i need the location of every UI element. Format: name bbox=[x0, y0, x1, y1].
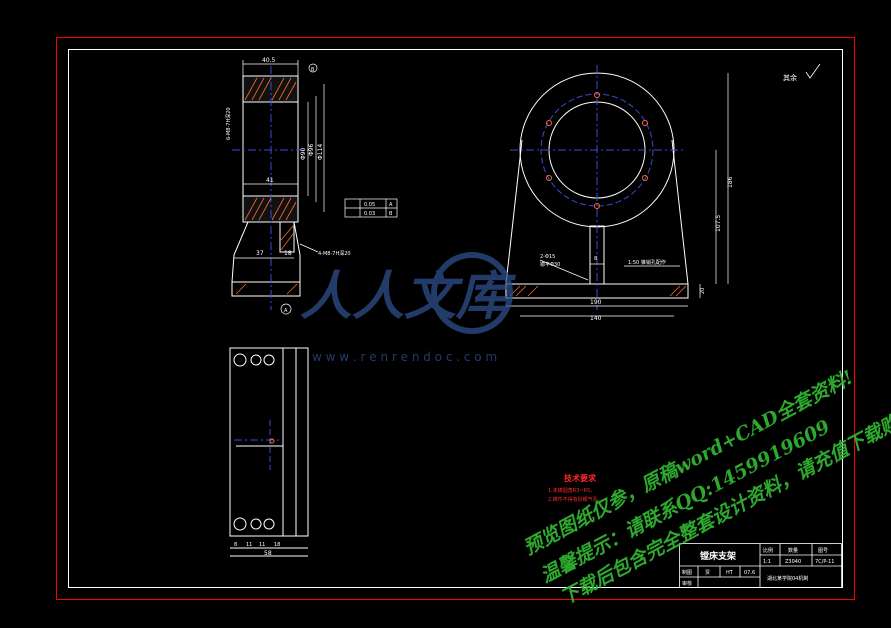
title-ref-header: 图号 bbox=[818, 548, 828, 554]
dim-side-note: 6-M8-7H深20 bbox=[225, 107, 232, 140]
title-material: HT bbox=[726, 570, 734, 576]
brand-logo-icon bbox=[431, 252, 513, 334]
dim-tol2-datum: B bbox=[389, 211, 393, 217]
note-holes: 2-Φ15 bbox=[540, 254, 555, 260]
title-company: 湖北某学院04机制 bbox=[767, 575, 808, 582]
tech-item-2: 2.铸件不得有砂眼气孔。 bbox=[548, 496, 603, 503]
dim-phi90: Φ90 bbox=[300, 147, 307, 160]
note-counter: 锪平Φ30 bbox=[540, 261, 560, 268]
dim-tol1-datum: A bbox=[389, 202, 393, 208]
front-hatch bbox=[509, 285, 687, 297]
dim-base-18: 18 bbox=[284, 250, 292, 257]
title-scale: 1:1 bbox=[763, 559, 771, 565]
title-ref: 7C/P-11 bbox=[815, 559, 834, 565]
dim-depth-41: 41 bbox=[266, 177, 274, 184]
brand-watermark-text: 人人文库 bbox=[300, 266, 517, 327]
outer-frame bbox=[56, 37, 855, 600]
dim-tol2: 0.03 bbox=[364, 211, 375, 217]
section-hatch bbox=[235, 77, 298, 295]
dim-bottom-b: 11 bbox=[246, 542, 252, 548]
dim-bottom-total: 58 bbox=[264, 550, 272, 557]
title-block-name: 镗床支架 bbox=[700, 550, 736, 562]
dim-top-width: 40.5 bbox=[262, 57, 276, 64]
dim-8: 8 bbox=[594, 256, 597, 262]
dim-190: 190 bbox=[590, 299, 602, 306]
brand-watermark-url: w w w . r e n r e n d o c . c o m bbox=[312, 350, 497, 364]
section-view bbox=[231, 66, 312, 310]
dim-phi114: Φ114 bbox=[317, 144, 324, 160]
dim-186: 186 bbox=[727, 176, 734, 188]
dim-107-5: 107.5 bbox=[715, 215, 722, 232]
dim-bottom-a: 8 bbox=[234, 542, 237, 548]
title-qty: Z3040 bbox=[785, 559, 801, 565]
title-date: 07.6 bbox=[744, 570, 755, 576]
front-dims bbox=[506, 73, 729, 317]
tech-title: 技术要求 bbox=[564, 473, 597, 483]
dim-20: 20 bbox=[700, 288, 706, 294]
title-drawn-label: 制图 bbox=[682, 569, 692, 576]
tech-item-1: 1.未铸圆角R3~R5。 bbox=[548, 487, 595, 494]
dim-tol1: 0.05 bbox=[364, 202, 375, 208]
dim-140: 140 bbox=[590, 315, 602, 322]
inner-frame bbox=[68, 49, 843, 588]
title-qty-header: 数量 bbox=[788, 547, 798, 554]
top-view bbox=[229, 347, 309, 557]
dim-bottom-d: 18 bbox=[274, 542, 280, 548]
front-view bbox=[505, 65, 689, 310]
dim-base-37: 37 bbox=[256, 250, 264, 257]
dim-bottom-c: 11 bbox=[259, 542, 265, 548]
dim-phi96: Φ96 bbox=[308, 143, 315, 156]
roughness-label: 其余 bbox=[783, 73, 797, 82]
top-view-hole bbox=[269, 438, 275, 444]
roughness-icon bbox=[805, 63, 821, 79]
title-drawn-name: 贾 bbox=[705, 570, 710, 576]
title-check-label: 审核 bbox=[682, 580, 692, 587]
dim-datum-a: A bbox=[284, 308, 288, 314]
title-scale-header: 比例 bbox=[763, 547, 773, 554]
bolt-holes bbox=[546, 92, 648, 209]
brand-watermark: 人人文库 w w w . r e n r e n d o c . c o m bbox=[300, 252, 517, 364]
dim-hole-thread: 4-M8-7H深20 bbox=[318, 250, 351, 257]
dim-datum-b: B bbox=[311, 67, 315, 73]
title-block bbox=[679, 543, 842, 588]
note-pin: 1:50 锥销孔配作 bbox=[628, 259, 666, 266]
section-dims bbox=[234, 60, 398, 315]
